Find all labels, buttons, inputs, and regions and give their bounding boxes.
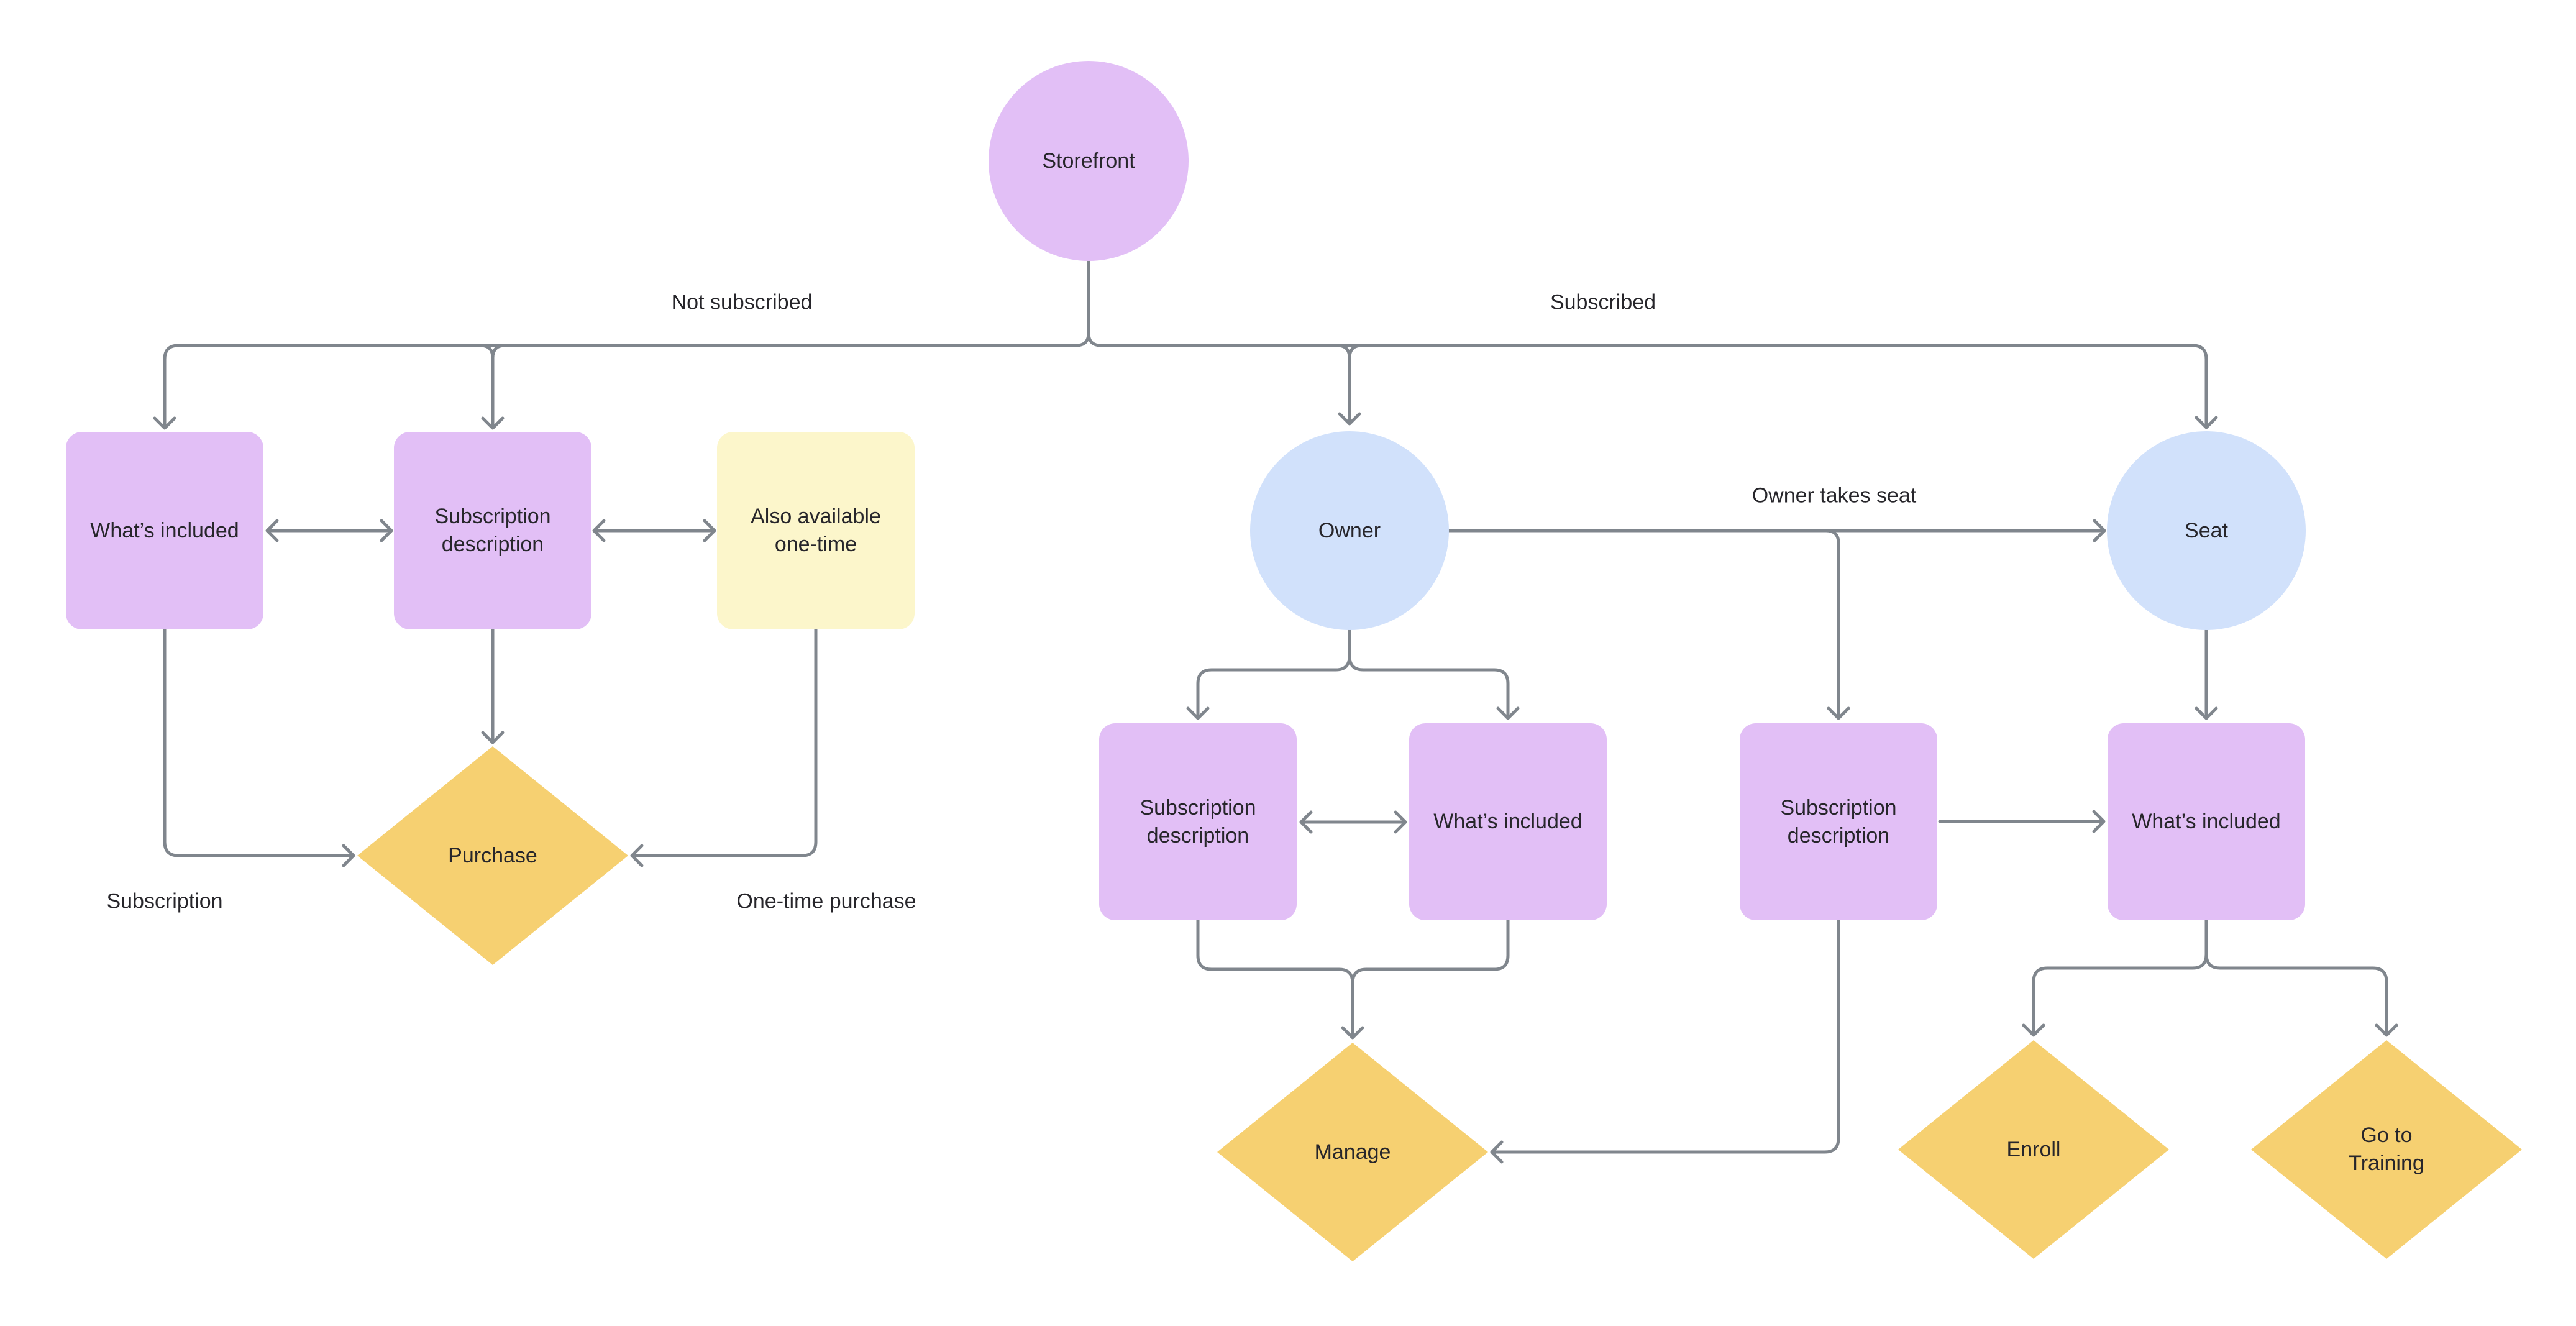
node-label: Seat [2185, 518, 2228, 542]
node-label: Owner [1318, 518, 1381, 542]
node-label: Subscription description [434, 505, 551, 556]
edge-label-owner-takes-seat: Owner takes seat [1752, 483, 1917, 508]
node-label: Subscription description [1140, 795, 1256, 848]
connector [630, 628, 818, 867]
connector [1074, 258, 1090, 347]
node-subscription-description-seat[interactable]: Subscription description [1740, 723, 1937, 920]
node-label: What’s included [1433, 810, 1583, 834]
node-whats-included-owner[interactable]: What’s included [1409, 723, 1607, 920]
edge-label-subscription: Subscription [106, 889, 223, 913]
connector [1087, 258, 1103, 347]
connector [1186, 628, 1351, 720]
connector [1351, 918, 1510, 1002]
connector [491, 344, 507, 360]
connector [478, 344, 505, 430]
node-seat[interactable]: Seat [2107, 431, 2306, 630]
node-whats-included-seat[interactable]: What’s included [2108, 723, 2305, 920]
connector [1335, 344, 1361, 426]
node-also-available-one-time[interactable]: Also available one-time [717, 432, 915, 629]
node-label: What’s included [2132, 810, 2281, 834]
node-label: Enroll [2006, 1137, 2061, 1161]
connector [1824, 529, 1850, 720]
node-label: Storefront [1042, 149, 1135, 173]
node-subscription-description-left[interactable]: Subscription description [394, 432, 591, 629]
connector [1196, 918, 1364, 1040]
connector [2022, 918, 2208, 1037]
node-storefront[interactable]: Storefront [989, 61, 1189, 261]
node-whats-included-left[interactable]: What’s included [66, 432, 263, 629]
node-label: Purchase [448, 843, 537, 867]
connector [1490, 918, 1840, 1164]
connector [1348, 344, 1364, 360]
node-subscription-description-owner[interactable]: Subscription description [1099, 723, 1297, 920]
connector [163, 628, 355, 867]
edge-label-subscribed: Subscribed [1550, 290, 1656, 314]
node-label: Also available one-time [751, 505, 881, 556]
node-label: Subscription description [1780, 795, 1897, 848]
node-label: Go to Training [2349, 1123, 2424, 1175]
connector [1099, 344, 2218, 429]
connector [2204, 918, 2398, 1037]
node-label: What’s included [90, 518, 239, 542]
connector [153, 344, 1078, 430]
connector [1348, 628, 1520, 720]
node-label: Manage [1314, 1140, 1391, 1164]
edge-label-one-time-purchase: One-time purchase [736, 889, 916, 913]
edge-label-not-subscribed: Not subscribed [671, 290, 813, 314]
node-owner[interactable]: Owner [1250, 431, 1449, 630]
